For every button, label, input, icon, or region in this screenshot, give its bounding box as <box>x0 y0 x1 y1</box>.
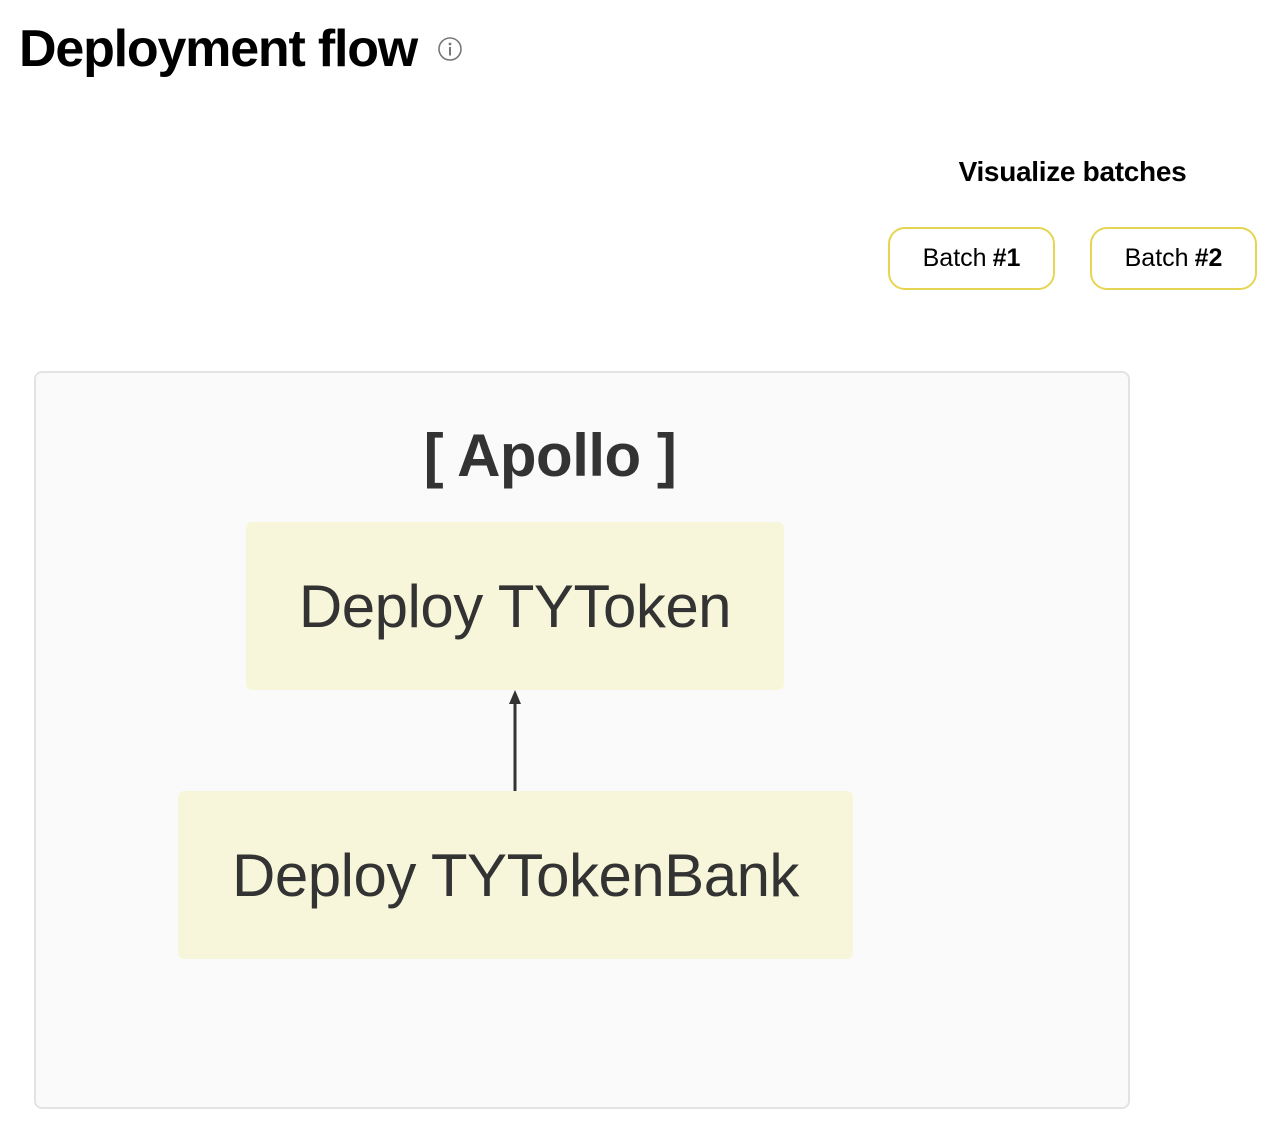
page-header: Deployment flow <box>19 14 463 84</box>
page-title: Deployment flow <box>19 20 418 78</box>
batch-1-button[interactable]: Batch#1 <box>888 227 1055 290</box>
batch-2-label: Batch <box>1124 244 1189 272</box>
node-deploy-tytokenbank[interactable]: Deploy TYTokenBank <box>178 791 853 959</box>
arrowhead-icon <box>509 690 521 704</box>
visualize-batches-heading: Visualize batches <box>958 156 1187 187</box>
info-icon[interactable] <box>437 36 463 62</box>
batch-2-number: #2 <box>1194 244 1223 272</box>
batch-1-number: #1 <box>992 244 1021 272</box>
batch-1-label: Batch <box>922 244 987 272</box>
deployment-flow-diagram: [ Apollo ] Deploy TYToken Deploy TYToken… <box>34 371 1130 1109</box>
group-label-apollo: [ Apollo ] <box>423 422 677 489</box>
node-deploy-tytoken[interactable]: Deploy TYToken <box>246 522 784 690</box>
batch-2-button[interactable]: Batch#2 <box>1090 227 1257 290</box>
